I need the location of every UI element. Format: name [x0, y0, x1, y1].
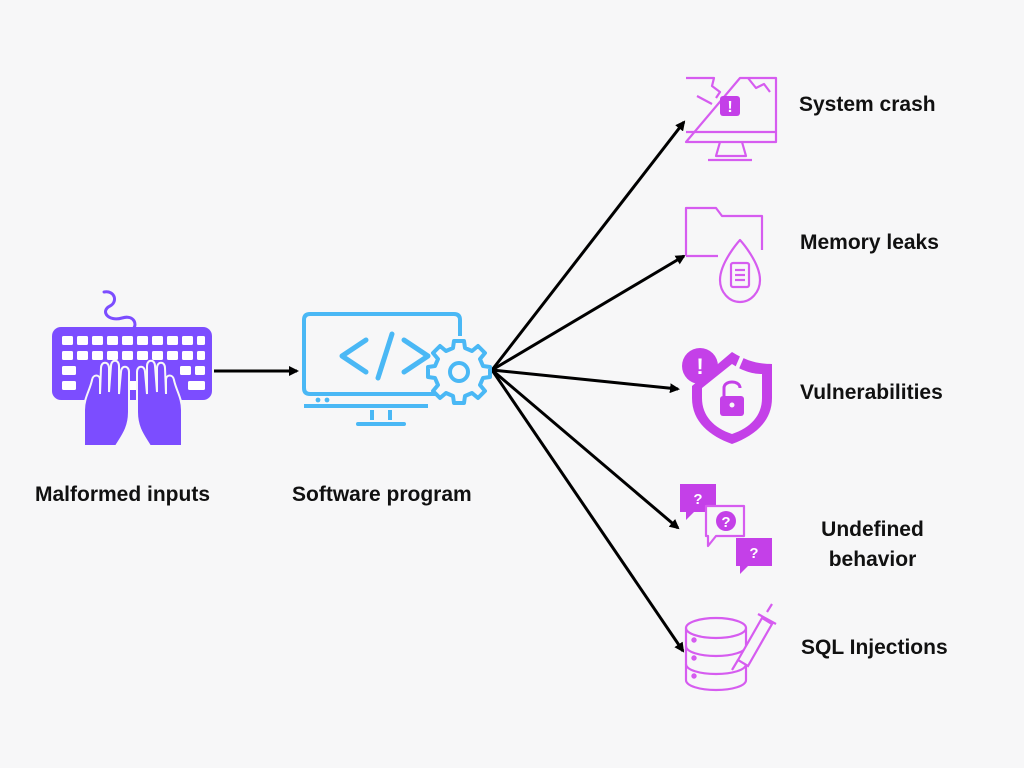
folder-leak-drop-icon: [684, 206, 764, 304]
broken-monitor-warning-icon: !: [684, 76, 778, 162]
question-bubbles-icon: ? ? ?: [680, 484, 772, 574]
label-undefined-line2: behavior: [828, 548, 917, 571]
arrows: [214, 120, 686, 653]
arrow-to-sql-injections: [490, 369, 685, 653]
svg-text:!: !: [696, 354, 703, 379]
svg-text:?: ?: [721, 514, 730, 531]
arrow-to-vulnerabilities: [491, 368, 680, 394]
arrow-to-memory-leaks: [491, 254, 686, 372]
label-sql-injections: SQL Injections: [801, 636, 948, 659]
arrow-to-undefined-behavior: [491, 368, 680, 530]
label-undefined-line1: Undefined: [821, 518, 924, 541]
svg-text:!: !: [727, 99, 732, 116]
keyboard-hands-icon: [52, 290, 212, 447]
label-software-program: Software program: [292, 483, 472, 506]
label-vulnerabilities: Vulnerabilities: [800, 381, 943, 404]
code-monitor-gear-icon: [302, 312, 492, 426]
label-undefined-behavior: Undefined behavior: [800, 515, 945, 575]
cracked-shield-lock-icon: !: [682, 348, 772, 444]
label-malformed-inputs: Malformed inputs: [35, 483, 211, 506]
svg-text:?: ?: [749, 545, 758, 562]
database-syringe-icon: [684, 603, 777, 692]
label-system-crash: System crash: [799, 93, 936, 116]
svg-text:?: ?: [693, 491, 702, 508]
label-memory-leaks: Memory leaks: [800, 231, 939, 254]
arrow-to-system-crash: [490, 120, 686, 371]
